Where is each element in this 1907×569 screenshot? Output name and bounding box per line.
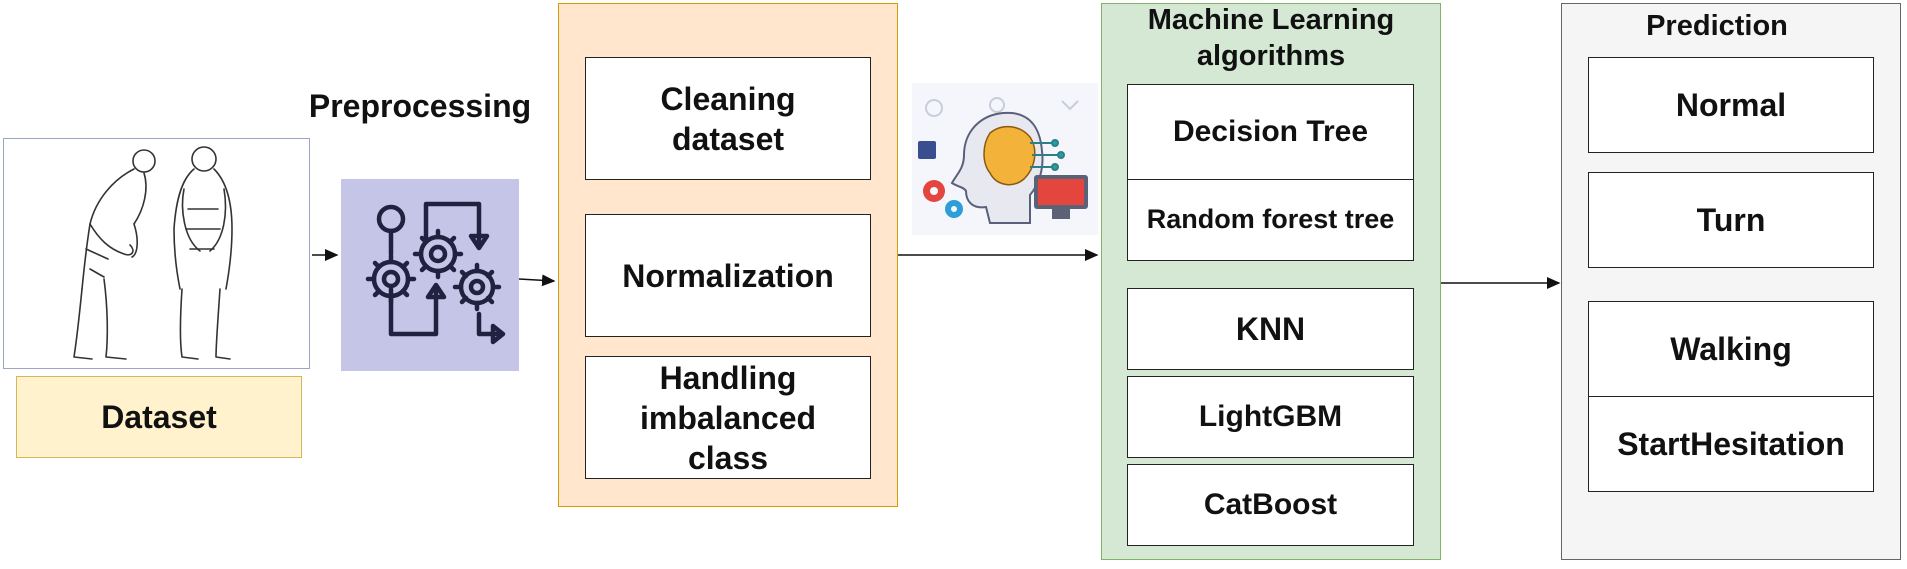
walking-patients-illustration [73, 146, 233, 360]
algo-random-forest-tree: Random forest tree [1127, 179, 1414, 261]
dataset-label: Dataset [16, 376, 302, 458]
class-normal: Normal [1588, 57, 1874, 153]
arrow-preprocessing-icon-to-steps [518, 274, 556, 287]
algo-decision-tree: Decision Tree [1127, 84, 1414, 180]
class-starthesitation: StartHesitation [1588, 396, 1874, 492]
dataset-image [3, 138, 310, 369]
class-turn: Turn [1588, 172, 1874, 268]
ai-brain-icon [912, 83, 1098, 235]
step-cleaning-dataset: Cleaning dataset [585, 57, 871, 180]
ml-title: Machine Learning algorithms [1147, 4, 1395, 73]
step-handling-imbalanced-class: Handling imbalanced class [585, 356, 871, 479]
algo-lightgbm: LightGBM [1127, 376, 1414, 458]
algo-catboost: CatBoost [1127, 464, 1414, 546]
preprocessing-title: Preprocessing [308, 88, 532, 124]
algo-knn: KNN [1127, 288, 1414, 370]
class-walking: Walking [1588, 301, 1874, 397]
prediction-title: Prediction [1646, 10, 1788, 42]
gears-workflow-icon [341, 179, 519, 371]
step-normalization: Normalization [585, 214, 871, 337]
